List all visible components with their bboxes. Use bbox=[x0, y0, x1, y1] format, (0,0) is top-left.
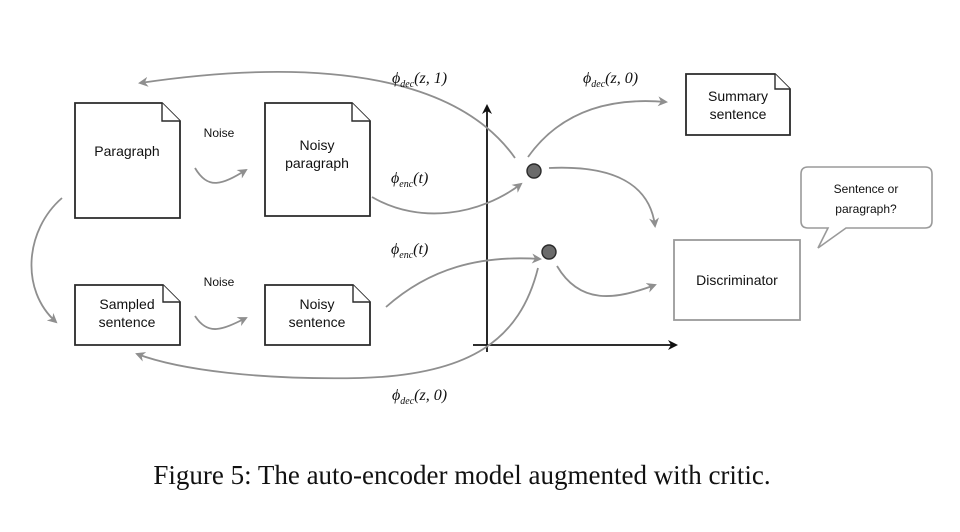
noisy-paragraph-label-line2: paragraph bbox=[285, 155, 349, 171]
dec-top-left-label: ϕdec(z, 1) bbox=[392, 70, 447, 90]
noisy-sentence-label-line2: sentence bbox=[289, 314, 346, 330]
decoder-to-sampled-arrow bbox=[135, 267, 539, 380]
noise-label-bottom: Noise bbox=[204, 275, 235, 289]
speech-bubble-line1: Sentence or bbox=[834, 182, 899, 196]
summary-arrow bbox=[527, 96, 668, 158]
summary-sentence-document: Summary sentence bbox=[685, 73, 791, 136]
speech-bubble-line2: paragraph? bbox=[835, 202, 897, 216]
latent-point-upper bbox=[526, 163, 542, 179]
sampled-sentence-label-line2: sentence bbox=[99, 314, 156, 330]
figure-caption: Figure 5: The auto-encoder model augment… bbox=[153, 460, 770, 490]
sampled-sentence-document: Sampled sentence bbox=[74, 284, 181, 346]
noisy-paragraph-document: Noisy paragraph bbox=[264, 102, 371, 217]
dec-bottom-label: ϕdec(z, 0) bbox=[392, 387, 447, 407]
noisy-sentence-document: Noisy sentence bbox=[264, 284, 371, 346]
enc-upper-label: ϕenc(t) bbox=[391, 170, 428, 190]
summary-sentence-label-line1: Summary bbox=[708, 88, 768, 104]
speech-bubble: Sentence or paragraph? bbox=[800, 166, 933, 249]
noise-arrow-bottom bbox=[194, 315, 248, 330]
upper-to-discriminator-arrow bbox=[548, 166, 659, 228]
encoder-upper-arrow bbox=[371, 182, 523, 215]
sampled-sentence-label-line1: Sampled bbox=[99, 296, 154, 312]
noisy-sentence-label-line1: Noisy bbox=[299, 296, 334, 312]
discriminator-label: Discriminator bbox=[696, 272, 778, 288]
enc-lower-label: ϕenc(t) bbox=[391, 241, 428, 261]
decoder-to-paragraph-arrow bbox=[138, 71, 516, 159]
dec-top-right-label: ϕdec(z, 0) bbox=[583, 70, 638, 90]
latent-point-lower bbox=[541, 244, 557, 260]
paragraph-to-sampled-arrow bbox=[30, 197, 63, 324]
discriminator-box: Discriminator bbox=[673, 239, 801, 321]
noise-label-top: Noise bbox=[204, 126, 235, 140]
paragraph-label: Paragraph bbox=[94, 143, 159, 159]
encoder-lower-arrow bbox=[385, 253, 542, 308]
lower-to-discriminator-arrow bbox=[556, 265, 657, 297]
noise-arrow-top bbox=[194, 167, 248, 184]
noisy-paragraph-label-line1: Noisy bbox=[299, 137, 334, 153]
summary-sentence-label-line2: sentence bbox=[710, 106, 767, 122]
paragraph-document: Paragraph bbox=[74, 102, 181, 219]
